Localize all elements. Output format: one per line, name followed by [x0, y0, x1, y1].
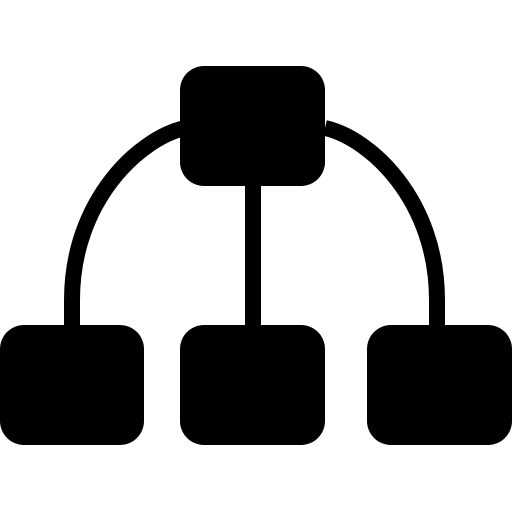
root-node [180, 66, 325, 186]
right-connector-line [322, 120, 445, 332]
connectors [64, 120, 445, 332]
left-child-node [0, 325, 144, 445]
right-child-node [367, 325, 512, 445]
left-connector-line [64, 120, 188, 332]
middle-child-node [180, 325, 325, 445]
nodes [0, 66, 512, 445]
